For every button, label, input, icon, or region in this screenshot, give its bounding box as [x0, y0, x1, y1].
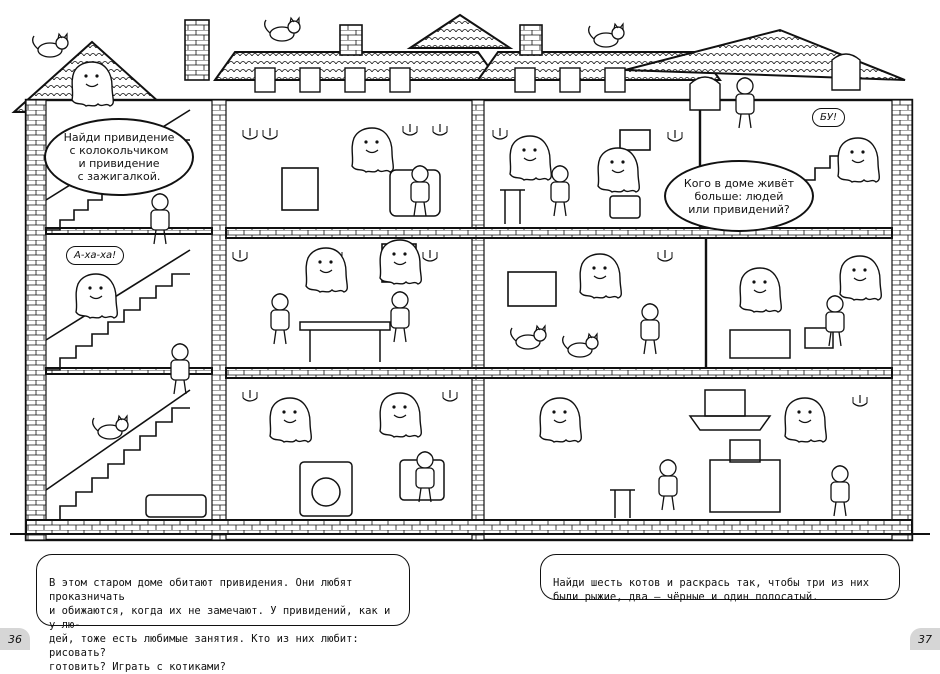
who-more-bubble: Кого в доме живёт больше: людей или прив…: [664, 160, 814, 232]
ghost-icon: [379, 392, 423, 438]
who-more-text: Кого в доме живёт больше: людей или прив…: [683, 176, 795, 216]
ghost-icon: [597, 147, 641, 193]
chimney-icon: [339, 24, 363, 56]
ghost-icon: [75, 273, 119, 319]
right-task-text: Найди шесть котов и раскрась так, чтобы …: [553, 577, 870, 603]
ghost-icon: [784, 397, 828, 443]
ghost-icon: [305, 247, 349, 293]
right-task-box: Найди шесть котов и раскрась так, чтобы …: [540, 554, 900, 603]
ghost-icon: [539, 397, 583, 443]
ghost-icon: [71, 61, 115, 107]
ghost-icon: [579, 253, 623, 299]
tower-roof: [406, 13, 514, 49]
cat-icon: [264, 17, 301, 42]
ghost-icon: [351, 127, 395, 173]
ghost-icon: [509, 135, 553, 181]
ghost-icon: [839, 255, 883, 301]
laugh-speech: А-ха-ха!: [66, 246, 125, 265]
left-description-text: В этом старом доме обитают привидения. О…: [49, 577, 391, 673]
page-number-left: 36: [0, 628, 30, 650]
page-number-right: 37: [910, 628, 940, 650]
ghost-icon: [269, 397, 313, 443]
ghost-task-bubble: Найди привидение с колокольчиком и приви…: [44, 118, 194, 196]
ghost-task-text: Найди привидение с колокольчиком и приви…: [63, 131, 175, 183]
left-description-box: В этом старом доме обитают привидения. О…: [36, 554, 410, 673]
haunted-house-illustration: [10, 13, 930, 542]
chimney-icon: [184, 19, 210, 81]
ghost-icon: [379, 239, 423, 285]
boo-text: БУ!: [820, 112, 837, 123]
cat-icon: [32, 33, 69, 58]
boo-speech: БУ!: [812, 108, 845, 127]
cat-icon: [588, 23, 625, 48]
chimney-icon: [519, 24, 543, 56]
ghost-icon: [739, 267, 783, 313]
ghost-icon: [837, 137, 881, 183]
laugh-text: А-ха-ха!: [74, 250, 117, 261]
